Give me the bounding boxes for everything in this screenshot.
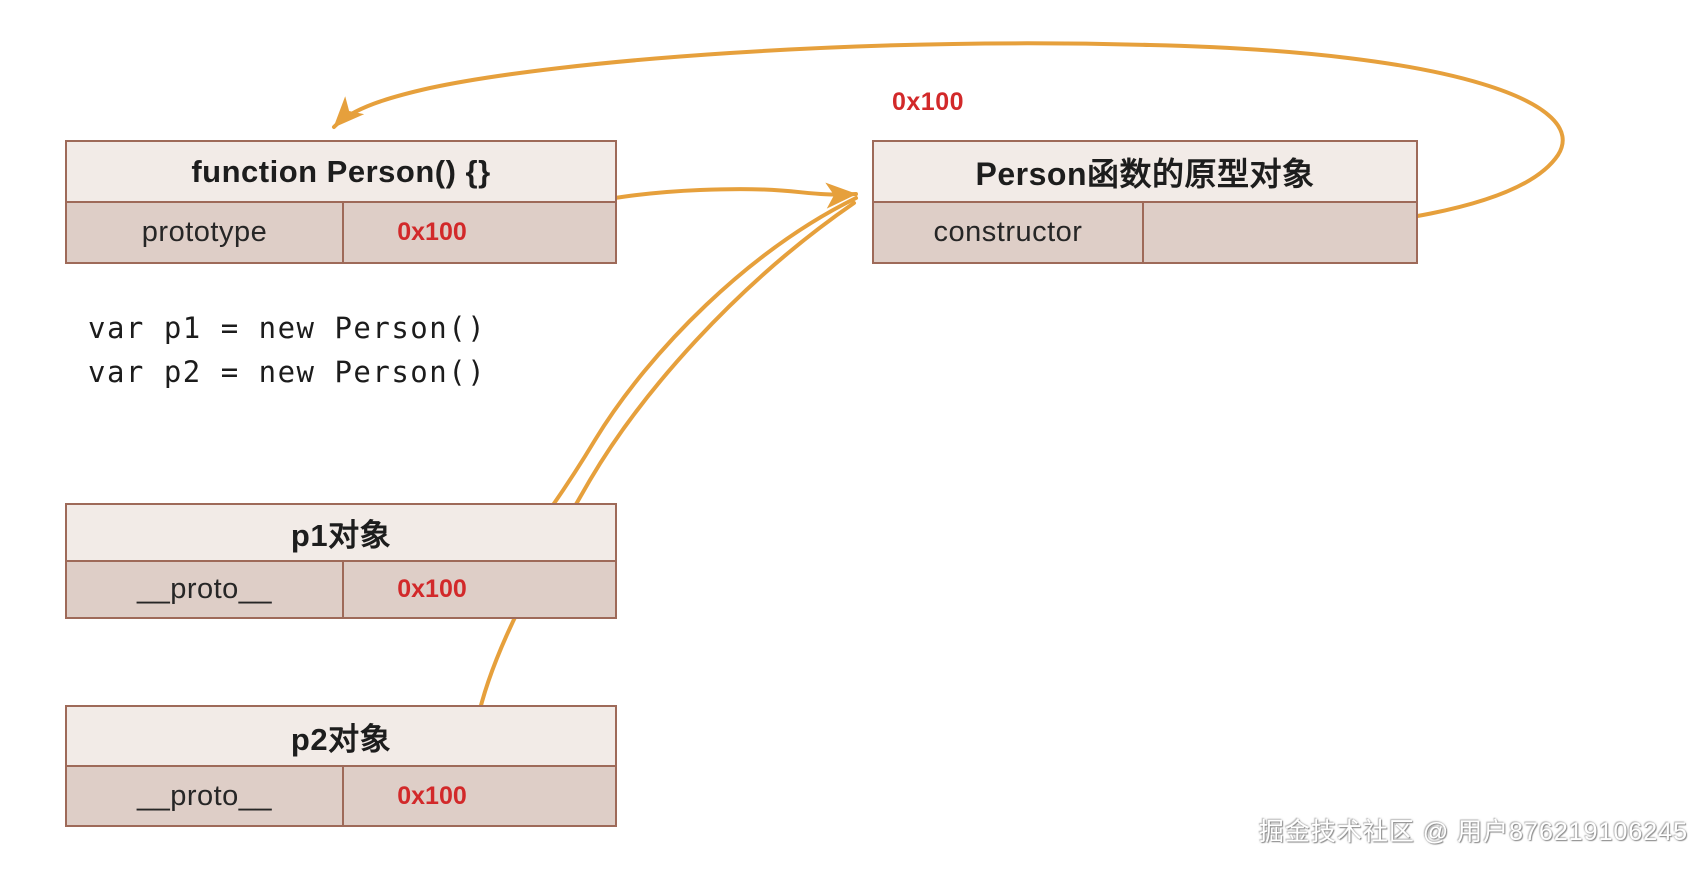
- proto-object-address-label: 0x100: [892, 88, 965, 116]
- prototype-value-cell: 0x100: [342, 203, 615, 262]
- p1-object-box: p1对象 __proto__ 0x100: [65, 503, 617, 619]
- function-person-box-title: function Person() {}: [67, 142, 615, 201]
- constructor-row: constructor: [874, 201, 1416, 262]
- p1-proto-key-cell: __proto__: [136, 573, 273, 605]
- p2-proto-key-cell: __proto__: [136, 779, 273, 812]
- constructor-value-cell: [1142, 203, 1416, 262]
- p1-proto-value-cell: 0x100: [342, 562, 615, 617]
- arrow-p2-proto-to-proto-object: [471, 201, 856, 788]
- person-prototype-object-box: Person函数的原型对象 constructor: [872, 140, 1418, 264]
- function-person-prototype-row: prototype 0x100: [67, 201, 615, 262]
- constructor-key-cell: constructor: [933, 216, 1083, 248]
- code-snippet: var p1 = new Person() var p2 = new Perso…: [88, 306, 486, 394]
- code-line-2: var p2 = new Person(): [88, 355, 487, 389]
- p2-object-title: p2对象: [67, 707, 615, 765]
- p1-proto-row: __proto__ 0x100: [67, 560, 615, 617]
- p2-object-box: p2对象 __proto__ 0x100: [65, 705, 617, 827]
- prototype-key-cell: prototype: [141, 216, 268, 248]
- p2-proto-row: __proto__ 0x100: [67, 765, 615, 825]
- code-line-1: var p1 = new Person(): [88, 311, 487, 345]
- p1-object-title: p1对象: [67, 505, 615, 560]
- p2-proto-value-cell: 0x100: [342, 767, 615, 825]
- watermark: 掘金技术社区 @ 用户876219106245: [1258, 818, 1688, 846]
- function-person-box: function Person() {} prototype 0x100: [65, 140, 617, 264]
- person-prototype-object-title: Person函数的原型对象: [874, 142, 1416, 201]
